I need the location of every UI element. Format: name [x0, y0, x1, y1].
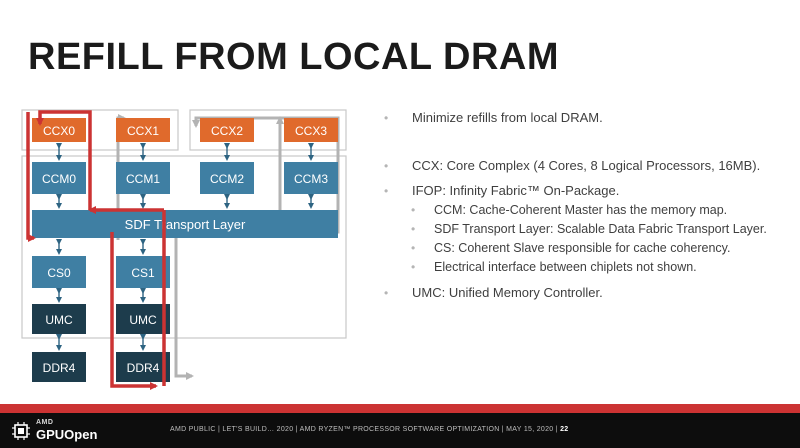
slide-title: REFILL FROM LOCAL DRAM	[28, 36, 559, 78]
cs0-label: CS0	[47, 266, 71, 280]
red-refill-path	[26, 110, 166, 390]
ddr4-1-block	[116, 352, 170, 382]
io-die-outline	[21, 155, 347, 339]
ddr4-0-label: DDR4	[43, 361, 76, 375]
ddr4-1-label: DDR4	[127, 361, 160, 375]
red-path-ccx0-down	[26, 112, 36, 242]
ccm2-block	[200, 162, 254, 194]
umc0-label: UMC	[45, 313, 73, 327]
umc1-block	[116, 304, 170, 334]
ccm2-label: CCM2	[210, 172, 244, 186]
footer-info: AMD PUBLIC | LET'S BUILD… 2020 | AMD RYZ…	[170, 426, 558, 433]
ccx0-label: CCX0	[43, 124, 75, 138]
ccx3-label: CCX3	[295, 124, 327, 138]
bullet-item: Minimize refills from local DRAM.	[380, 110, 790, 126]
red-path-ccx0-up	[36, 110, 92, 210]
ccx-group-left-outline	[21, 109, 179, 151]
ccx3-block	[284, 118, 338, 142]
umc1-label: UMC	[129, 313, 157, 327]
gpuopen-logo: AMD GPUOpen	[12, 417, 102, 445]
logo-brand: AMD	[36, 419, 54, 426]
ccm3-block	[284, 162, 338, 194]
slide-footer: AMD GPUOpen AMD PUBLIC | LET'S BUILD… 20…	[0, 413, 800, 448]
ddr4-0-block	[32, 352, 86, 382]
ccm1-label: CCM1	[126, 172, 160, 186]
logo-product: GPUOpen	[36, 427, 98, 442]
ccm0-label: CCM0	[42, 172, 76, 186]
ccm1-block	[116, 162, 170, 194]
sdf-transport-layer-label: SDF Transport Layer	[125, 217, 246, 232]
sub-bullet-item: SDF Transport Layer: Scalable Data Fabri…	[380, 221, 790, 237]
gray-path-down	[174, 240, 194, 380]
connectors	[56, 143, 314, 351]
page-number: 22	[560, 426, 569, 433]
memory-blocks: CS0 CS1 UMC UMC DDR4 DDR4	[32, 256, 170, 382]
gray-paths	[116, 114, 340, 380]
ccm3-label: CCM3	[294, 172, 328, 186]
cs1-block	[116, 256, 170, 288]
sub-bullet-item: Electrical interface between chiplets no…	[380, 259, 790, 275]
footer-text: AMD PUBLIC | LET'S BUILD… 2020 | AMD RYZ…	[170, 426, 569, 433]
ccx1-label: CCX1	[127, 124, 159, 138]
bullet-item: UMC: Unified Memory Controller.	[380, 285, 790, 301]
ccx1-block	[116, 118, 170, 142]
bullet-list: Minimize refills from local DRAM. CCX: C…	[380, 110, 790, 301]
sub-bullet-item: CCM: Cache-Coherent Master has the memor…	[380, 202, 790, 218]
sdf-transport-layer-block	[32, 210, 338, 238]
footer-accent-bar	[0, 404, 800, 413]
bullet-item: CCX: Core Complex (4 Cores, 8 Logical Pr…	[380, 158, 790, 174]
bullet-item: IFOP: Infinity Fabric™ On-Package.	[380, 183, 790, 199]
red-path-left-down	[110, 232, 158, 390]
ccx-group-right-outline	[189, 109, 347, 151]
ccx2-label: CCX2	[211, 124, 243, 138]
umc0-block	[32, 304, 86, 334]
ccx-blocks: CCX0 CCX1 CCX2 CCX3	[32, 118, 338, 142]
cs1-label: CS1	[131, 266, 155, 280]
chip-icon	[12, 422, 30, 440]
ccm-blocks: CCM0 CCM1 CCM2 CCM3	[32, 162, 338, 194]
cs0-block	[32, 256, 86, 288]
ccx2-block	[200, 118, 254, 142]
ccm0-block	[32, 162, 86, 194]
architecture-diagram: CCX0 CCX1 CCX2 CCX3 CCM0 CCM1 CCM2 CCM3 …	[21, 109, 347, 390]
sub-bullet-item: CS: Coherent Slave responsible for cache…	[380, 240, 790, 256]
